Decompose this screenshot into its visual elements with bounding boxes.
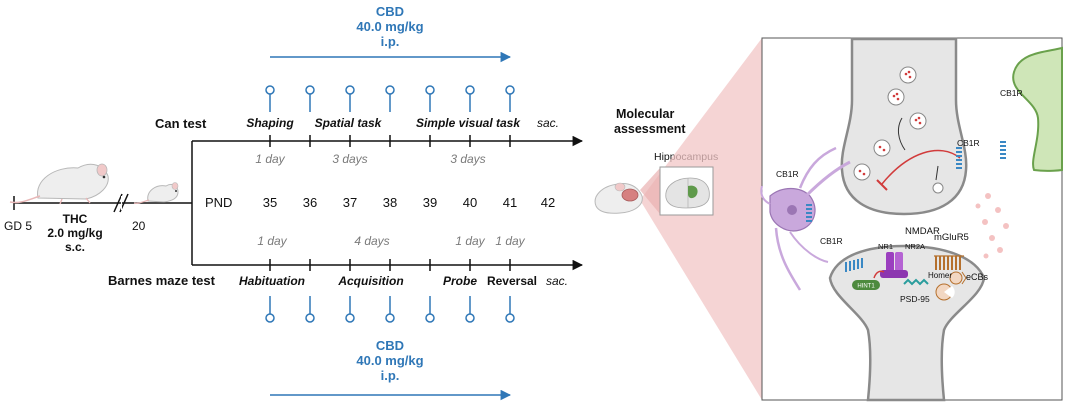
pup-rat-icon — [133, 182, 179, 204]
gestation-timeline: GD 5 20 THC 2.0 mg/kg s.c. — [4, 141, 193, 265]
presynaptic-terminal — [840, 37, 968, 216]
barnes-phase-reversal: Reversal — [487, 274, 537, 288]
cb1r-label-presynaptic: CB1R — [957, 138, 980, 148]
nmdar-label: NMDAR — [905, 226, 940, 237]
rat-head-icon — [594, 182, 643, 214]
barnes-phase-sac: sac. — [546, 274, 568, 288]
gd-end-label: 20 — [132, 219, 146, 233]
ecbs-label: eCBs — [966, 272, 989, 282]
can-phase-sac: sac. — [537, 116, 559, 130]
mother-rat-icon — [9, 163, 109, 205]
can-test-title: Can test — [155, 116, 207, 131]
cbd-bottom-dose: 40.0 mg/kg — [356, 353, 423, 368]
hippocampus-region — [688, 185, 698, 199]
can-phase-visual: Simple visual task — [416, 116, 521, 130]
can-phase-shaping: Shaping — [246, 116, 294, 130]
synapse-panel: CB1R CB1R CB1R — [760, 37, 1063, 402]
thc-name: THC — [63, 212, 88, 226]
barnes-test-title: Barnes maze test — [108, 273, 216, 288]
cbd-bottom-name: CBD — [376, 338, 404, 353]
gd-start-label: GD 5 — [4, 219, 32, 233]
pnd-day: 42 — [541, 195, 555, 210]
homer-label: Homer — [928, 271, 952, 280]
cbd-top-group: CBD 40.0 mg/kg i.p. — [270, 4, 512, 63]
barnes-test-timeline: 1 day 4 days 1 day 1 day Barnes maze tes… — [108, 234, 584, 288]
can-test-timeline: Can test Shaping Spatial task Simple vis… — [155, 116, 584, 166]
cb1r-label-postsynaptic: CB1R — [820, 236, 843, 246]
nr1-label: NR1 — [878, 242, 893, 251]
can-duration-3: 3 days — [450, 152, 485, 166]
pnd-day: 35 — [263, 195, 277, 210]
psd95-protein — [903, 278, 929, 286]
cbd-top-route: i.p. — [381, 34, 400, 49]
mglur5-label: mGluR5 — [934, 232, 969, 243]
cbd-bottom-route: i.p. — [381, 368, 400, 383]
barnes-duration-4: 1 day — [495, 234, 525, 248]
astrocyte — [1012, 46, 1063, 172]
ecb-particles — [975, 193, 1009, 259]
pnd-day: 38 — [383, 195, 397, 210]
barnes-duration-2: 4 days — [354, 234, 389, 248]
nr2a-label: NR2A — [905, 242, 925, 251]
vesicles — [853, 66, 944, 194]
enzyme-icon — [935, 283, 955, 301]
pnd-day: 40 — [463, 195, 477, 210]
pnd-day: 36 — [303, 195, 317, 210]
cb1r-postsynaptic — [845, 258, 863, 272]
hint1-label: HINT1 — [857, 284, 875, 290]
homer-protein — [949, 271, 967, 285]
psd95-label: PSD-95 — [900, 294, 930, 304]
cbd-bottom-injections — [265, 296, 515, 323]
cbd-top-dose: 40.0 mg/kg — [356, 19, 423, 34]
thc-dose: 2.0 mg/kg — [47, 226, 102, 240]
molecular-title-line1: Molecular — [616, 107, 674, 121]
can-duration-1: 1 day — [255, 152, 285, 166]
barnes-duration-1: 1 day — [257, 234, 287, 248]
cbd-top-name: CBD — [376, 4, 404, 19]
can-duration-2: 3 days — [332, 152, 367, 166]
molecular-title-line2: assessment — [614, 122, 686, 136]
cbd-top-injections — [265, 85, 515, 112]
pnd-day: 37 — [343, 195, 357, 210]
hint1-protein: HINT1 — [852, 270, 885, 290]
pnd-day: 39 — [423, 195, 437, 210]
barnes-duration-3: 1 day — [455, 234, 485, 248]
cbd-bottom-group: CBD 40.0 mg/kg i.p. — [270, 338, 512, 401]
pnd-label: PND — [205, 195, 232, 210]
cb1r-label-astrocyte: CB1R — [1000, 88, 1023, 98]
mglur5-receptor — [934, 255, 964, 270]
barnes-phase-acquisition: Acquisition — [337, 274, 403, 288]
barnes-phase-habituation: Habituation — [239, 274, 305, 288]
pnd-row: PND 35 36 37 38 39 40 41 42 — [205, 195, 555, 210]
zoom-wedge — [640, 38, 762, 400]
molecular-assessment-group: Molecular assessment Hippocampus — [594, 38, 762, 400]
barnes-phase-probe: Probe — [443, 274, 477, 288]
thc-route: s.c. — [65, 240, 85, 254]
pnd-day: 41 — [503, 195, 517, 210]
cb1r-label-interneuron: CB1R — [776, 169, 799, 179]
interneuron — [760, 146, 851, 291]
can-phase-spatial: Spatial task — [315, 116, 383, 130]
cb1r-presynaptic — [956, 147, 962, 169]
nmdar-receptor — [880, 252, 908, 278]
